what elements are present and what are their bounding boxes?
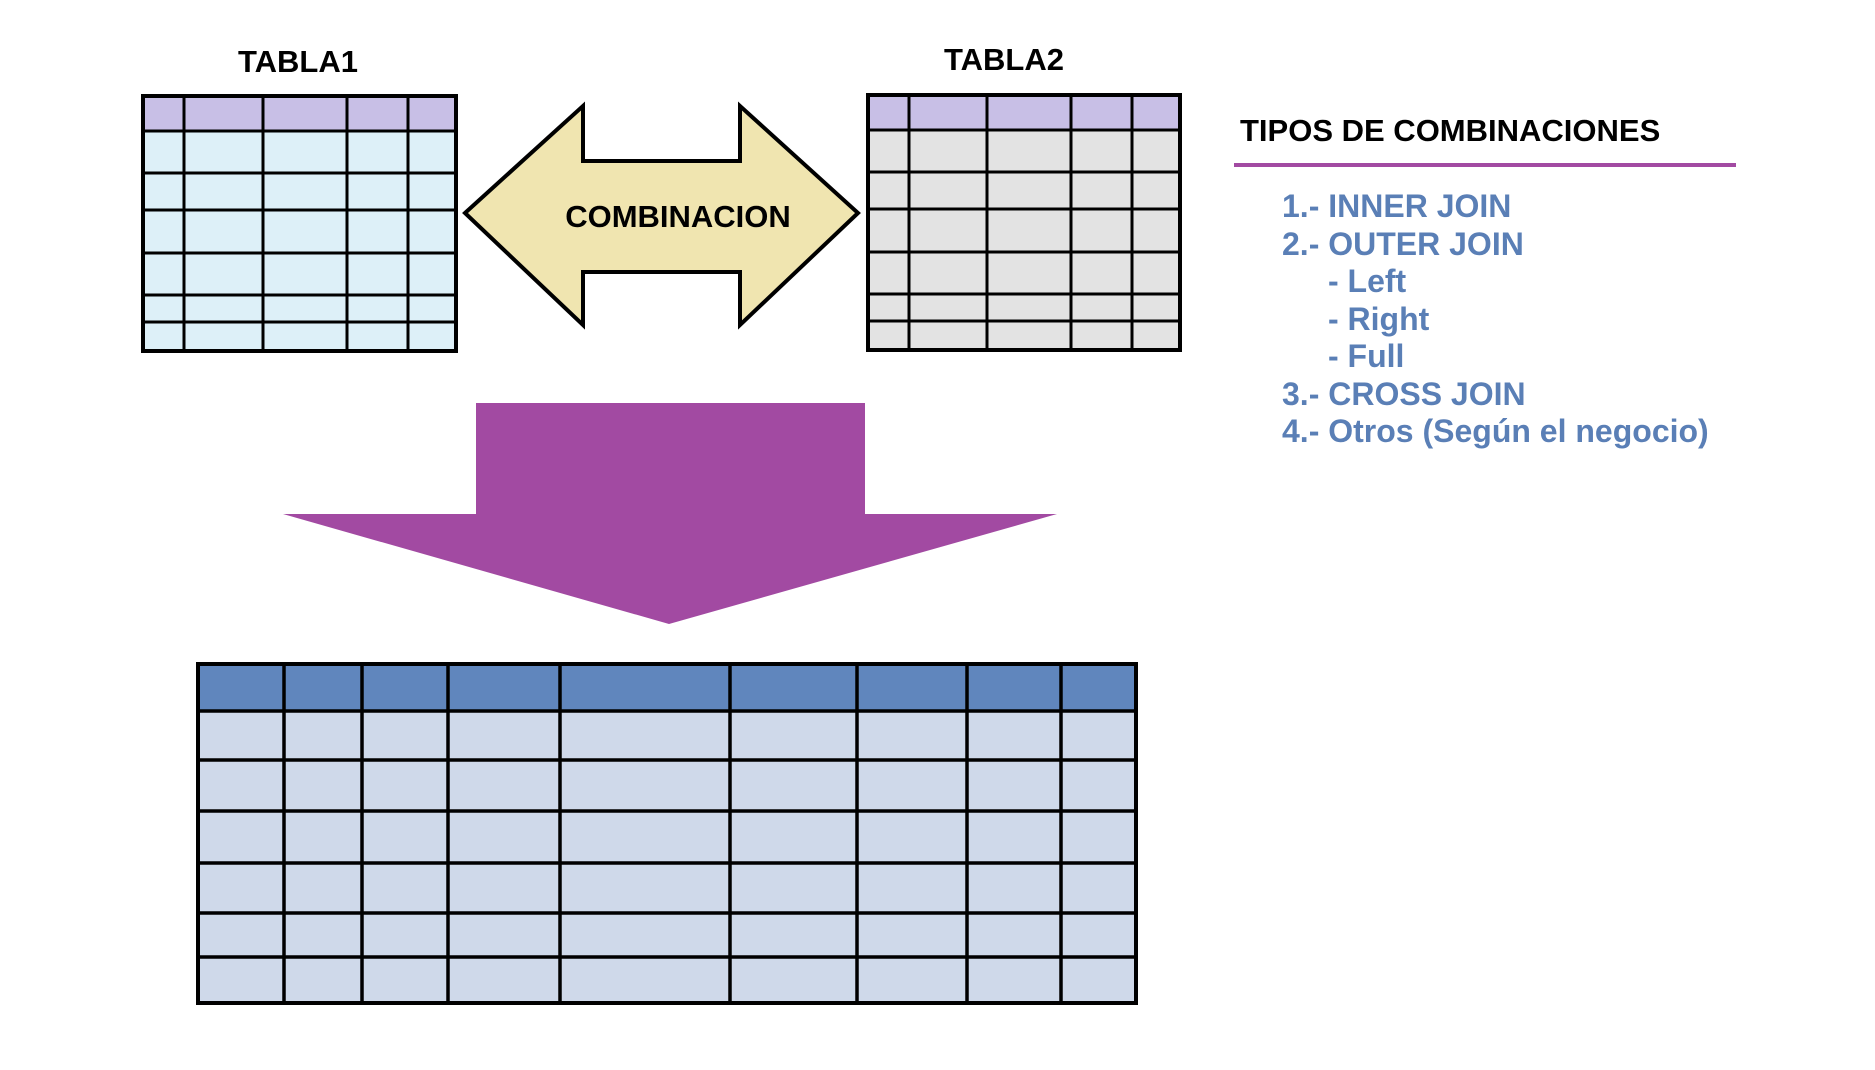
join-types-list: 1.- INNER JOIN 2.- OUTER JOIN - Left - R… [1282,188,1709,451]
join-types-title: TIPOS DE COMBINACIONES [1240,113,1661,148]
combination-arrow-shape [462,101,861,330]
table2-grid [866,93,1182,352]
table-body [143,131,456,351]
join-type-subitem: - Full [1328,338,1405,374]
combination-label: COMBINACION [565,199,791,234]
table1-title: TABLA1 [238,44,358,79]
result-table-grid [196,662,1138,1005]
table-body [198,711,1136,1003]
table-border [866,93,1182,352]
table-header-band [868,95,1180,130]
table-header-band [143,96,456,131]
join-type-subitem: - Right [1328,300,1430,337]
join-type-item: 2.- OUTER JOIN [1282,225,1524,262]
join-type-item: 4.- Otros (Según el negocio) [1282,413,1709,449]
table1-grid [141,94,458,353]
table-body [868,130,1180,350]
table-border [141,94,458,353]
table-border [196,662,1138,1005]
result-arrow-down [283,403,1057,624]
combination-arrow: COMBINACION [462,101,861,330]
join-type-item: 3.- CROSS JOIN [1282,375,1526,412]
table2-title: TABLA2 [944,42,1064,77]
join-types-underline [1234,163,1736,167]
table-header-band [198,664,1136,711]
join-type-subitem: - Left [1328,263,1407,299]
join-type-item: 1.- INNER JOIN [1282,188,1512,224]
